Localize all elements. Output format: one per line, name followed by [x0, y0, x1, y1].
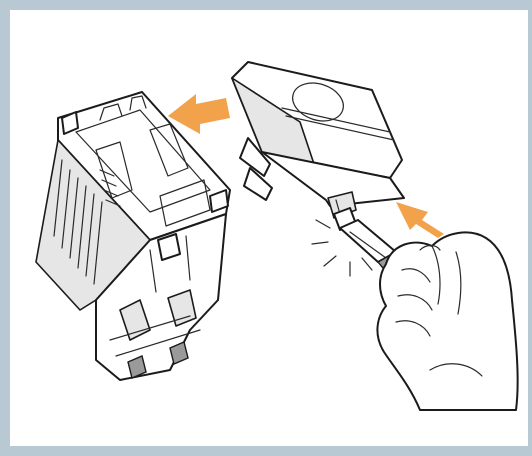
- hand: [377, 232, 517, 410]
- battery-housing: [36, 92, 230, 380]
- insert-arrow: [168, 94, 230, 134]
- wall-plug-adapter: [232, 62, 404, 218]
- push-arrow: [396, 202, 444, 238]
